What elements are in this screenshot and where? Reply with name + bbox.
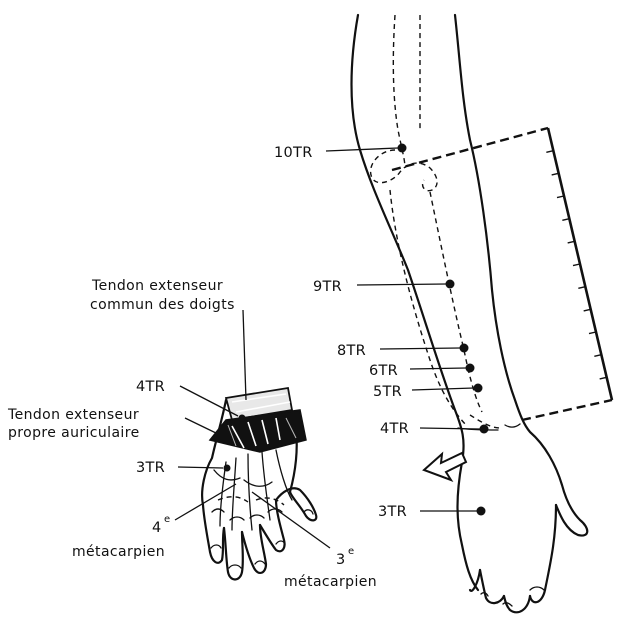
scale-tick bbox=[594, 355, 601, 357]
label-4TR-arm: 4TR bbox=[380, 421, 409, 437]
caption-3e-number: 3 bbox=[336, 552, 346, 568]
label-6TR: 6TR bbox=[369, 363, 398, 379]
point-3TR-arm bbox=[477, 507, 486, 516]
point-5TR bbox=[474, 384, 483, 393]
label-8TR: 8TR bbox=[337, 343, 366, 359]
caption-3e-metacarpien: métacarpien bbox=[284, 574, 377, 590]
forearm-outline bbox=[352, 15, 588, 612]
point-4TR-arm bbox=[480, 425, 489, 434]
arm-points bbox=[398, 144, 489, 516]
label-4TR-hand: 4TR bbox=[136, 379, 165, 395]
label-5TR: 5TR bbox=[373, 384, 402, 400]
caption-tendon-auric-line2: propre auriculaire bbox=[8, 425, 140, 441]
caption-tendon-common-line2: commun des doigts bbox=[90, 297, 235, 313]
scale-tick bbox=[557, 196, 564, 198]
point-3TR-hand bbox=[224, 465, 231, 472]
scale-ticks bbox=[546, 151, 606, 379]
scale-tick bbox=[568, 241, 575, 243]
scale-tick bbox=[562, 219, 569, 221]
point-8TR bbox=[460, 344, 469, 353]
point-6TR bbox=[466, 364, 475, 373]
scale-tick bbox=[552, 173, 559, 175]
caption-tendon-common-line1: Tendon extenseur bbox=[91, 278, 223, 294]
label-3TR-hand: 3TR bbox=[136, 460, 165, 476]
caption-tendon-auric-line1: Tendon extenseur bbox=[7, 407, 139, 423]
scale-tick bbox=[578, 287, 585, 289]
scale-tick bbox=[584, 309, 591, 311]
scale-tick bbox=[546, 151, 553, 153]
scale-tick bbox=[600, 377, 607, 379]
caption-3e-superscript: e bbox=[348, 546, 354, 557]
scale-tick bbox=[589, 332, 596, 334]
point-9TR bbox=[446, 280, 455, 289]
point-4TR-hand bbox=[239, 415, 246, 422]
label-3TR-arm: 3TR bbox=[378, 504, 407, 520]
arm-labels: 10TR 9TR 8TR 6TR 5TR 4TR 3TR bbox=[274, 145, 409, 520]
hand-dorsal-view bbox=[202, 388, 316, 580]
scale-tick bbox=[573, 264, 580, 266]
caption-4e-superscript: e bbox=[164, 514, 170, 525]
caption-4e-number: 4 bbox=[152, 520, 162, 536]
hand-labels: Tendon extenseur commun des doigts 4TR T… bbox=[7, 278, 377, 590]
measurement-scale bbox=[392, 128, 612, 420]
label-10TR: 10TR bbox=[274, 145, 313, 161]
label-9TR: 9TR bbox=[313, 279, 342, 295]
caption-4e-metacarpien: métacarpien bbox=[72, 544, 165, 560]
point-10TR bbox=[398, 144, 407, 153]
